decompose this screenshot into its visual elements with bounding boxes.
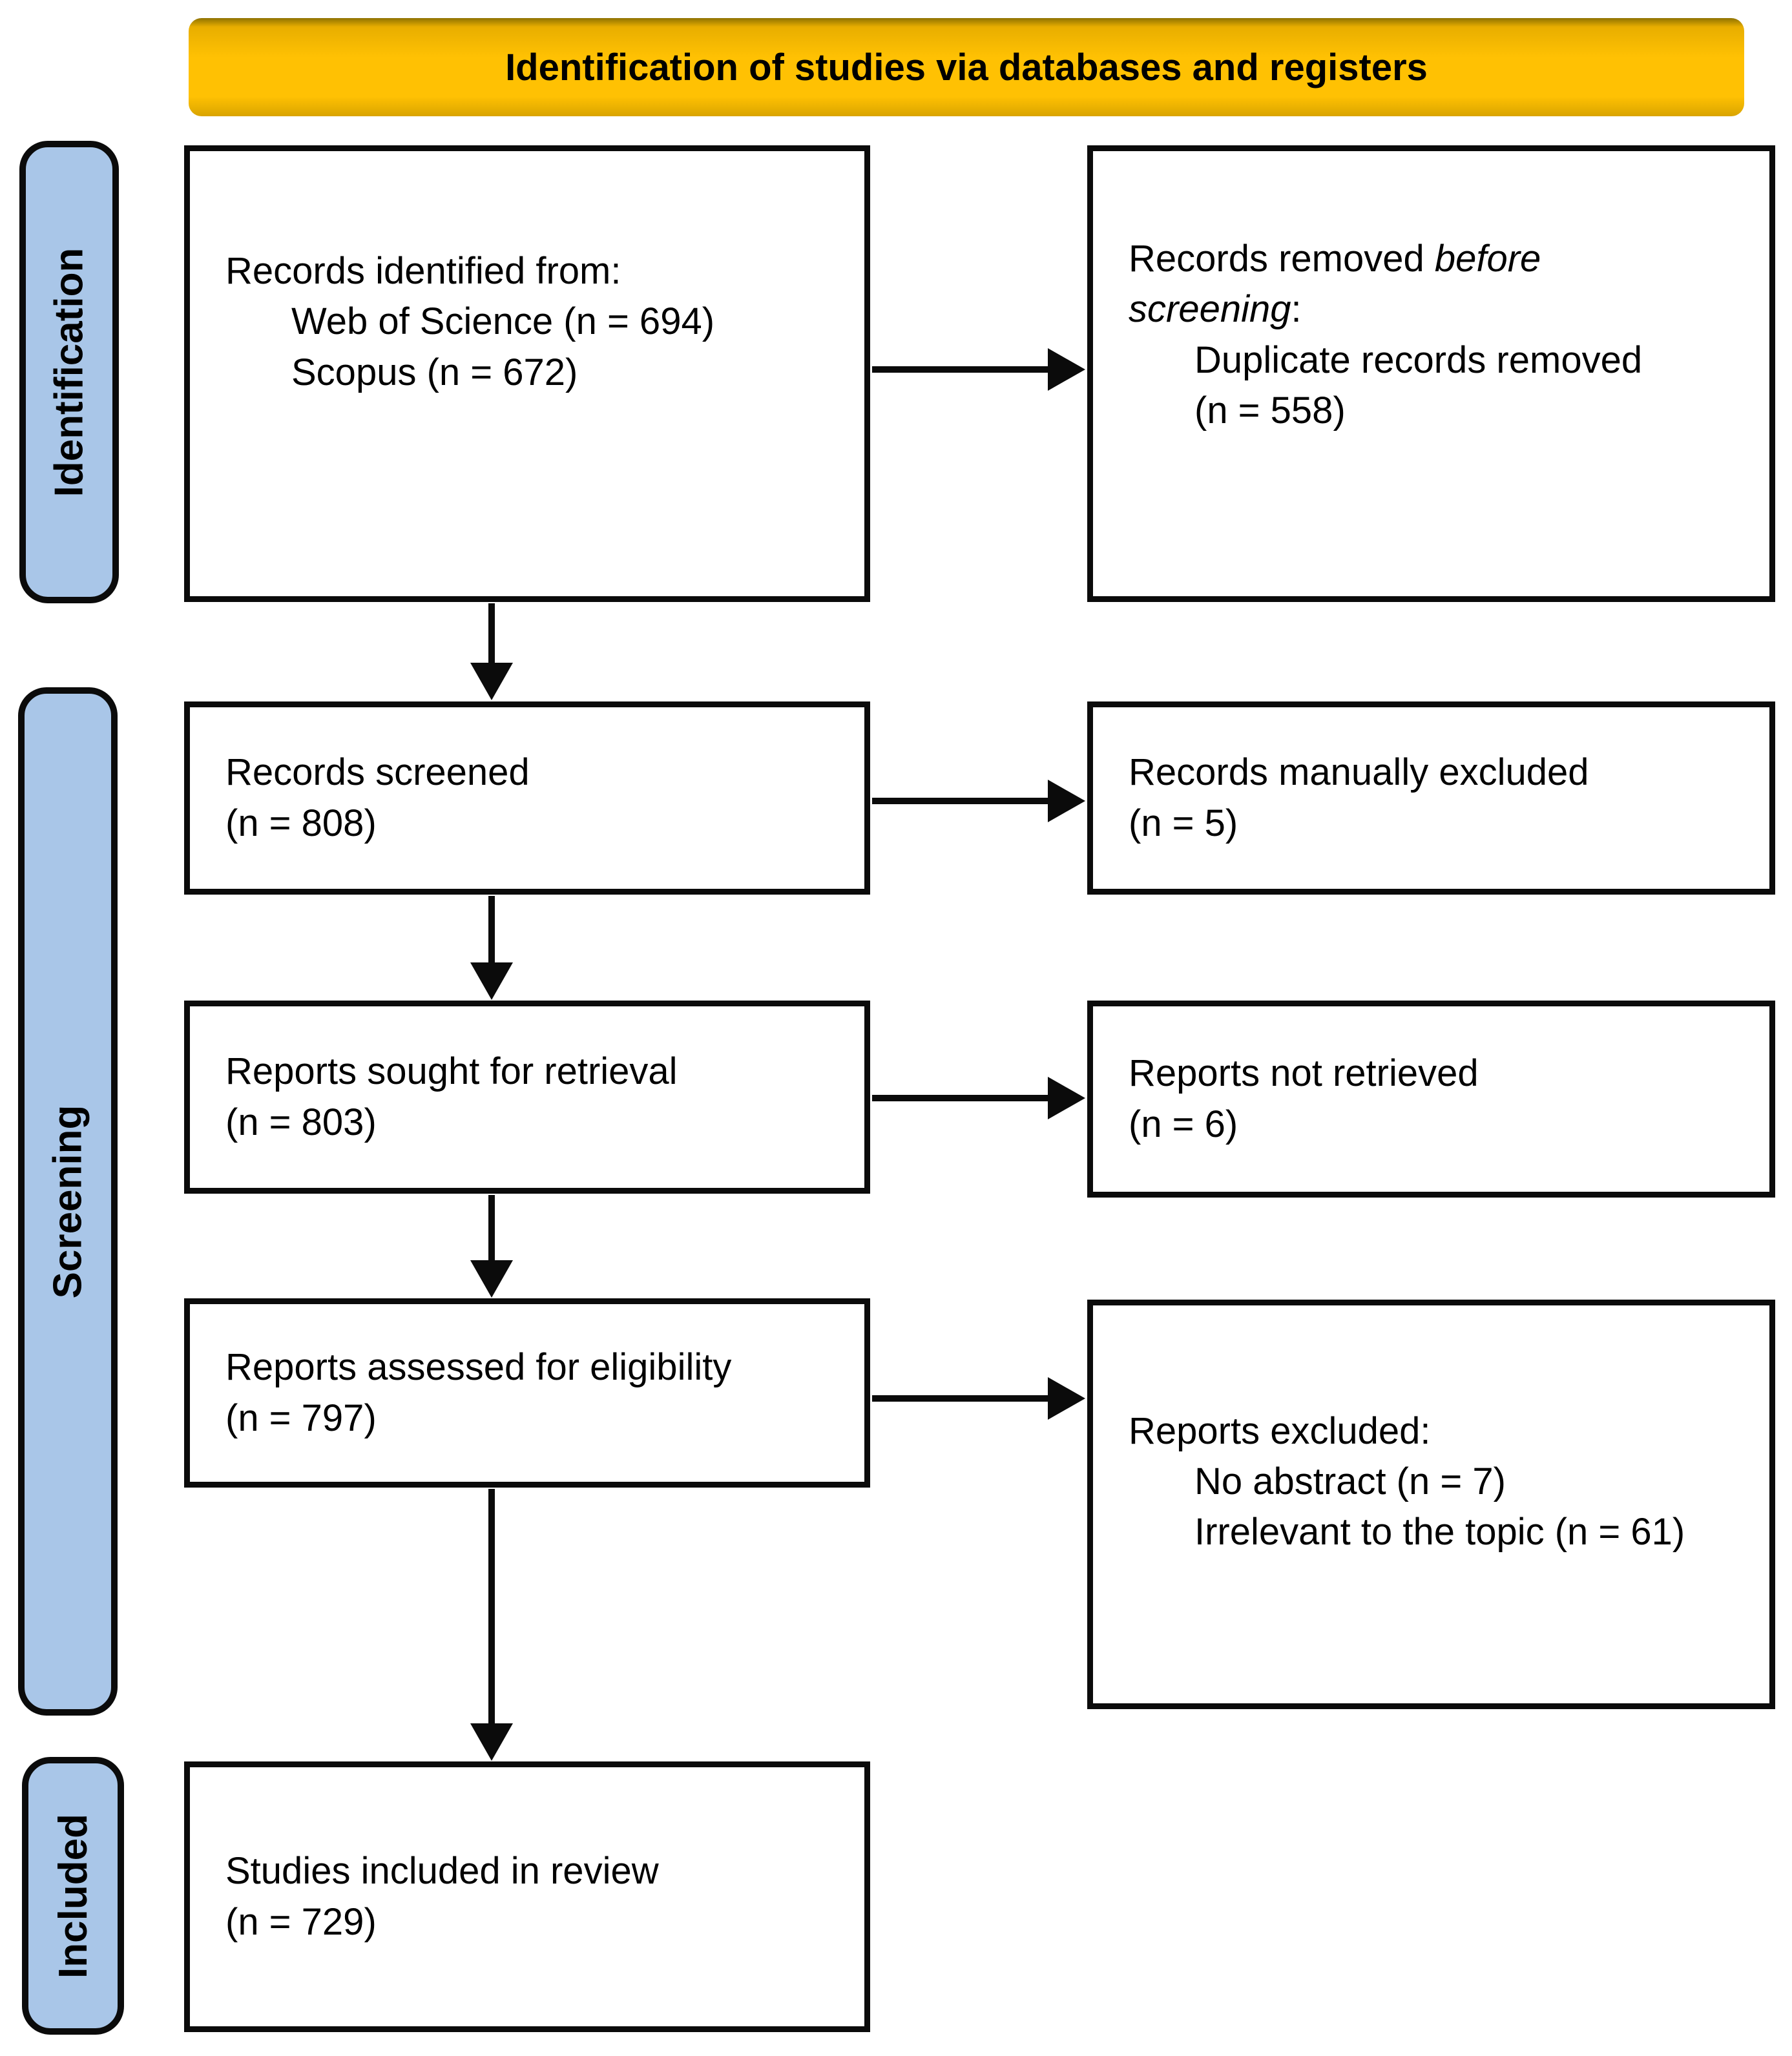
box-text-line: Irrelevant to the topic (n = 61) <box>1194 1511 1685 1553</box>
arrow-shaft <box>488 1195 495 1262</box>
box-text-segment: Records removed <box>1129 237 1435 280</box>
arrow-head-right-icon <box>1048 1377 1085 1420</box>
arrow-shaft <box>488 896 495 964</box>
box-text-line: Records manually excluded <box>1129 751 1589 794</box>
box-text-line: Records identified from: <box>225 250 621 293</box>
box-text-line: Scopus (n = 672) <box>291 351 578 393</box>
box-text-line: Duplicate records removed <box>1194 338 1643 381</box>
box-text-line: Reports excluded: <box>1129 1409 1431 1452</box>
arrow-head-down-icon <box>470 1723 513 1761</box>
box-reports-not-retrieved: Reports not retrieved (n = 6) <box>1087 1001 1775 1198</box>
box-text-line: (n = 558) <box>1194 389 1346 431</box>
arrow-shaft <box>872 798 1049 804</box>
box-text-line: Reports sought for retrieval <box>225 1050 678 1093</box>
box-text-line: Studies included in review <box>225 1850 659 1893</box>
box-text-line: (n = 803) <box>225 1101 377 1143</box>
box-text-segment: : <box>1291 288 1302 331</box>
box-reports-excluded: Reports excluded: No abstract (n = 7) Ir… <box>1087 1300 1775 1709</box>
arrow-shaft <box>488 1489 495 1726</box>
box-text-line: Reports assessed for eligibility <box>225 1346 732 1389</box>
box-text-line: Reports not retrieved <box>1129 1052 1479 1095</box>
stage-label-included: Included <box>22 1757 124 2035</box>
box-text-line: No abstract (n = 7) <box>1194 1460 1506 1502</box>
arrow-head-down-icon <box>470 663 513 700</box>
box-text-line: (n = 5) <box>1129 802 1238 844</box>
box-text-line: (n = 6) <box>1129 1103 1238 1145</box>
box-records-screened: Records screened (n = 808) <box>184 701 870 895</box>
box-text-line: (n = 797) <box>225 1397 377 1439</box>
box-reports-assessed: Reports assessed for eligibility (n = 79… <box>184 1298 870 1488</box>
box-text-line: Records removed before <box>1129 234 1751 284</box>
arrow-head-right-icon <box>1048 780 1085 822</box>
box-text-line: (n = 729) <box>225 1900 377 1943</box>
box-records-removed-before-screening: Records removed before screening: Duplic… <box>1087 145 1775 602</box>
stage-label-text: Screening <box>45 1105 90 1298</box>
box-studies-included: Studies included in review (n = 729) <box>184 1761 870 2032</box>
diagram-title: Identification of studies via databases … <box>505 46 1428 88</box>
arrow-head-down-icon <box>470 962 513 1000</box>
stage-label-screening: Screening <box>18 687 118 1716</box>
arrow-shaft <box>872 1095 1049 1101</box>
box-text-segment-italic: before <box>1434 237 1541 280</box>
arrow-shaft <box>872 1395 1049 1402</box>
box-text-line: (n = 808) <box>225 802 377 844</box>
box-text-line: Web of Science (n = 694) <box>291 300 715 343</box>
box-text-segment-italic: screening <box>1129 288 1291 331</box>
box-records-manually-excluded: Records manually excluded (n = 5) <box>1087 701 1775 895</box>
box-reports-sought: Reports sought for retrieval (n = 803) <box>184 1001 870 1194</box>
box-text-line: screening: <box>1129 284 1751 335</box>
arrow-head-right-icon <box>1048 1077 1085 1119</box>
stage-label-identification: Identification <box>19 141 119 603</box>
stage-label-text: Included <box>50 1813 96 1978</box>
box-records-identified: Records identified from: Web of Science … <box>184 145 870 602</box>
stage-label-text: Identification <box>47 247 92 497</box>
title-banner: Identification of studies via databases … <box>189 18 1744 116</box>
arrow-head-right-icon <box>1048 348 1085 391</box>
arrow-shaft <box>872 366 1049 373</box>
arrow-shaft <box>488 603 495 668</box>
arrow-head-down-icon <box>470 1260 513 1298</box>
box-text-line: Records screened <box>225 751 530 794</box>
